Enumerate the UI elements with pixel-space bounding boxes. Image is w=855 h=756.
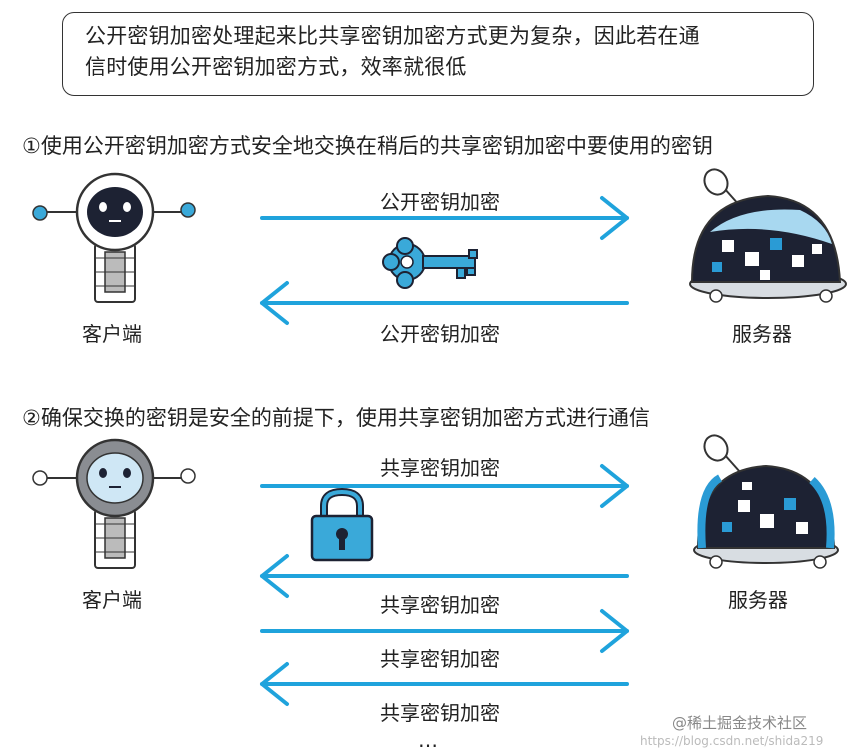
intro-callout: 公开密钥加密处理起来比共享密钥加密方式更为复杂，因此若在通 信时使用公开密钥加密… (62, 12, 814, 96)
client-label-1: 客户端 (82, 322, 142, 346)
arrow-label-2c: 共享密钥加密 (380, 647, 500, 671)
watermark-url: https://blog.csdn.net/shida219 (640, 734, 824, 748)
arrow-label-2a: 共享密钥加密 (380, 456, 500, 480)
watermark: @稀土掘金技术社区 (672, 714, 808, 732)
arrow-label-bottom-1: 公开密钥加密 (380, 322, 500, 346)
client-robot-icon-2 (32, 438, 196, 569)
key-icon (382, 237, 478, 289)
server-robot-icon (689, 168, 847, 303)
arrow-label-2b: 共享密钥加密 (380, 593, 500, 617)
server-label-2: 服务器 (728, 588, 788, 612)
client-robot-icon (32, 172, 196, 303)
arrow-label-top-1: 公开密钥加密 (380, 190, 500, 214)
ellipsis: … (418, 728, 438, 752)
client-label-2: 客户端 (82, 588, 142, 612)
lock-icon (310, 487, 374, 562)
arrow-label-2d: 共享密钥加密 (380, 701, 500, 725)
step2-title: ②确保交换的密钥是安全的前提下，使用共享密钥加密方式进行通信 (22, 406, 650, 430)
server-label-1: 服务器 (732, 322, 792, 346)
intro-line-1: 公开密钥加密处理起来比共享密钥加密方式更为复杂，因此若在通 (85, 24, 700, 48)
server-robot-icon-2 (693, 434, 839, 569)
arrow-left-1 (260, 281, 629, 325)
step1-title: ①使用公开密钥加密方式安全地交换在稍后的共享密钥加密中要使用的密钥 (22, 134, 713, 158)
intro-line-2: 信时使用公开密钥加密方式，效率就很低 (85, 55, 467, 79)
